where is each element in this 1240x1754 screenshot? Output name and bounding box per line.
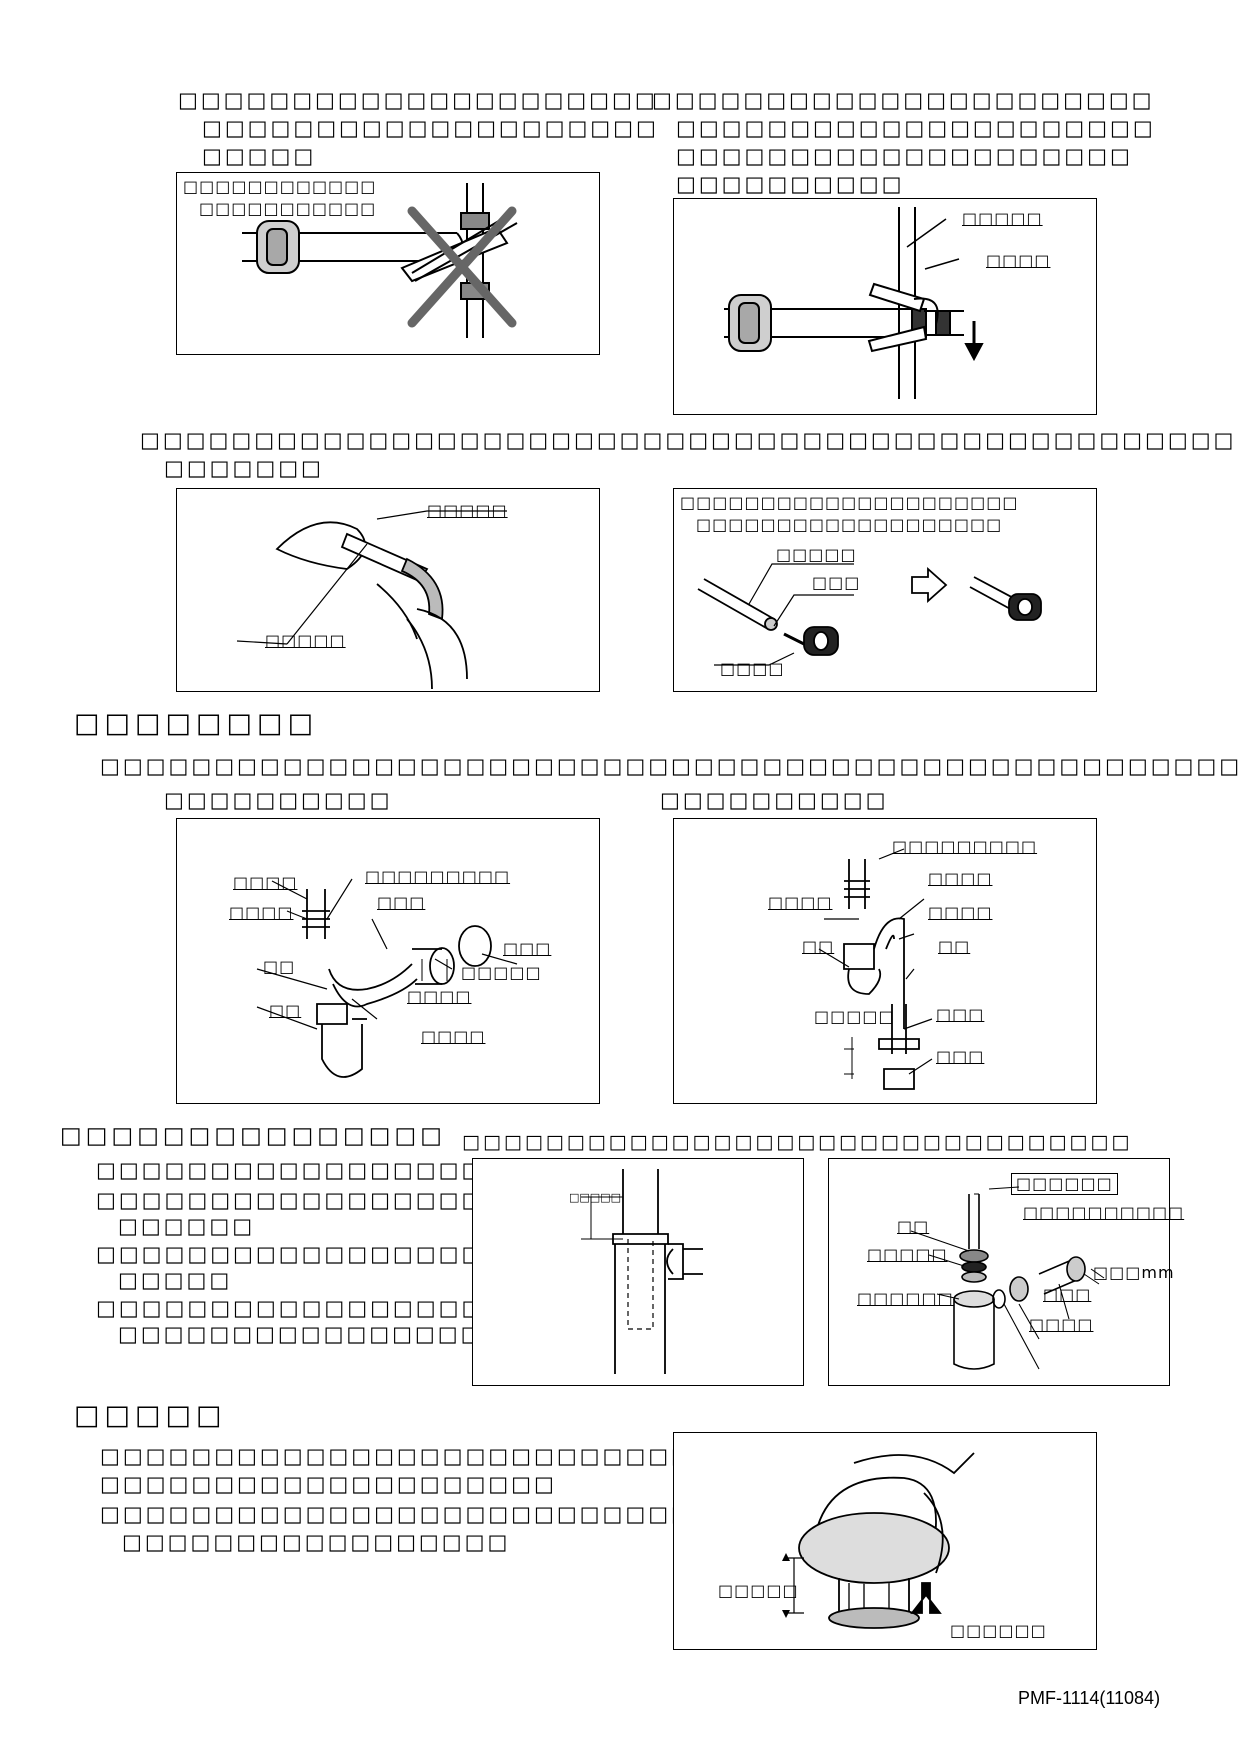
parts-label-4: □□□□□ bbox=[867, 1245, 948, 1264]
figure-cutting-pipe: □□□□□ □□□□□ bbox=[176, 488, 600, 692]
figure-insert-ring: □□□□□□□□□□□□□□□□□□□□□ □□□□□□□□□□□□□□□□□□… bbox=[673, 488, 1097, 692]
insert-ring-label-1: □□□□□ bbox=[776, 545, 857, 564]
insert-ring-label-2: □□□ bbox=[812, 573, 861, 592]
s-trap-label-6: □□□ bbox=[503, 939, 552, 958]
insert-ring-caption-2: □□□□□□□□□□□□□□□□□□□ bbox=[696, 515, 1003, 534]
parts-label-1: □□□□□□ bbox=[1011, 1173, 1118, 1195]
wide-note-line-2: □□□□□□□ bbox=[164, 456, 324, 480]
cutting-fig-label-2: □□□□□ bbox=[265, 631, 346, 650]
lift-cap-label-2: □□□□□□ bbox=[950, 1621, 1047, 1640]
trap-fig-left-caption: □□□□□□□□□□□□□□□□□ bbox=[462, 1131, 819, 1153]
top-left-note-line-3: □□□□□ bbox=[202, 144, 317, 168]
s-trap-label-1: □□□□ bbox=[233, 873, 298, 892]
parts-label-2: □□□□□□□□□□ bbox=[1023, 1203, 1185, 1222]
p-trap-label-1: □□□□□□□□□ bbox=[892, 837, 1038, 856]
wide-note-line-1: □□□□□□□□□□□□□□□□□□□□□□□□□□□□□□□□□□□□□□□□… bbox=[140, 428, 1237, 452]
drain-sub-right: □□□□□□□□□□ bbox=[660, 788, 889, 812]
cutting-fig-label-1: □□□□□ bbox=[427, 501, 508, 520]
trap-item-4b: □□□□□□□□□□□□□□□□□ bbox=[118, 1322, 507, 1346]
insertion-depth-label: □□□□□ bbox=[569, 1191, 621, 1204]
document-code: PMF-1114(11084) bbox=[1018, 1688, 1161, 1708]
p-trap-label-8: □□□ bbox=[936, 1005, 985, 1024]
correct-fig-label-2: □□□□ bbox=[986, 251, 1051, 270]
figure-s-trap: □□□□ □□□□□□□□□ □□□ □□□□ □□ □□□ □□□□□ □□□… bbox=[176, 818, 600, 1104]
figure-trap-parts: □□□□□□ □□□□□□□□□□ □□ □□□□□ □□□mm □□□□□□ … bbox=[828, 1158, 1183, 1386]
figure-correct-wrench-use: □□□□□ □□□□ bbox=[673, 198, 1097, 415]
top-left-note-line-1: □□□□□□□□□□□□□□□□□□□□□ bbox=[178, 88, 658, 112]
s-trap-label-5: □□ bbox=[263, 957, 296, 976]
trap-item-3b: □□□□□ bbox=[118, 1268, 233, 1292]
p-trap-label-6: □□ bbox=[802, 937, 835, 956]
top-right-note-line-2: □□□□□□□□□□□□□□□□□□□□□ bbox=[676, 116, 1156, 140]
drain-sub-left: □□□□□□□□□□ bbox=[164, 788, 393, 812]
top-left-note-line-2: □□□□□□□□□□□□□□□□□□□□ bbox=[202, 116, 659, 140]
figure-wrong-caption-1: □□□□□□□□□□□□ bbox=[183, 177, 377, 196]
s-trap-label-10: □□□□ bbox=[421, 1027, 486, 1046]
trap-item-1: □□□□□□□□□□□□□□□□□□ bbox=[96, 1158, 508, 1182]
s-trap-label-9: □□ bbox=[269, 1001, 302, 1020]
p-trap-label-2: □□□□ bbox=[768, 893, 833, 912]
s-trap-label-2: □□□□□□□□□ bbox=[365, 867, 511, 886]
insert-ring-label-3: □□□□ bbox=[720, 659, 785, 678]
drain-section-intro: □□□□□□□□□□□□□□□□□□□□□□□□□□□□□□□□□□□□□□□□… bbox=[100, 754, 1240, 778]
p-trap-label-7: □□□□□ bbox=[814, 1007, 895, 1026]
parts-label-6: □□□□□□ bbox=[857, 1289, 954, 1308]
top-right-note-line-4: □□□□□□□□□□ bbox=[676, 172, 905, 196]
trap-fig-right-caption: □□□□□□□□□□□□□□□ bbox=[818, 1131, 1133, 1153]
last-section-heading: □□□□□ bbox=[74, 1400, 227, 1431]
parts-label-7: □□□ bbox=[1043, 1285, 1092, 1304]
p-trap-label-4: □□□□ bbox=[928, 903, 993, 922]
trap-section-heading: □□□□□□□□□□□□□□□ bbox=[60, 1123, 446, 1149]
p-trap-label-3: □□□□ bbox=[928, 869, 993, 888]
figure-trap-insertion-depth: □□□□□ bbox=[472, 1158, 804, 1386]
parts-label-3: □□ bbox=[897, 1217, 930, 1236]
figure-wrong-wrench-use: □□□□□□□□□□□□ □□□□□□□□□□□ bbox=[176, 172, 600, 355]
s-trap-label-7: □□□□□ bbox=[461, 963, 542, 982]
last-para-1a: □□□□□□□□□□□□□□□□□□□□□□□□□□□□ bbox=[100, 1444, 740, 1468]
figure-wrong-caption-2: □□□□□□□□□□□ bbox=[199, 199, 377, 218]
s-trap-label-4: □□□□ bbox=[229, 903, 294, 922]
p-trap-label-9: □□□ bbox=[936, 1047, 985, 1066]
correct-fig-label-1: □□□□□ bbox=[962, 209, 1043, 228]
p-trap-label-5: □□ bbox=[938, 937, 971, 956]
top-right-note-line-1: □□□□□□□□□□□□□□□□□□□□□□ bbox=[652, 88, 1155, 112]
lift-cap-label-1: □□□□□ bbox=[718, 1581, 799, 1600]
parts-label-8: □□□□ bbox=[1029, 1315, 1094, 1334]
insert-ring-caption-1: □□□□□□□□□□□□□□□□□□□□□ bbox=[680, 493, 1019, 512]
figure-p-trap: □□□□□□□□□ □□□□ □□□□ □□□□ □□ □□ □□□□□ □□□… bbox=[673, 818, 1097, 1104]
s-trap-label-8: □□□□ bbox=[407, 987, 472, 1006]
top-right-note-line-3: □□□□□□□□□□□□□□□□□□□□ bbox=[676, 144, 1133, 168]
s-trap-label-3: □□□ bbox=[377, 893, 426, 912]
trap-item-2b: □□□□□□ bbox=[118, 1214, 256, 1238]
drain-section-heading: □□□□□□□□ bbox=[74, 708, 319, 739]
parts-label-5: □□□mm bbox=[1093, 1263, 1175, 1282]
last-para-2b: □□□□□□□□□□□□□□□□□ bbox=[122, 1530, 511, 1554]
last-para-2a: □□□□□□□□□□□□□□□□□□□□□□□□□□ bbox=[100, 1502, 694, 1526]
figure-lift-cap: □□□□□ □□□□□□ bbox=[673, 1432, 1097, 1650]
last-para-1b: □□□□□□□□□□□□□□□□□□□□ bbox=[100, 1472, 557, 1496]
